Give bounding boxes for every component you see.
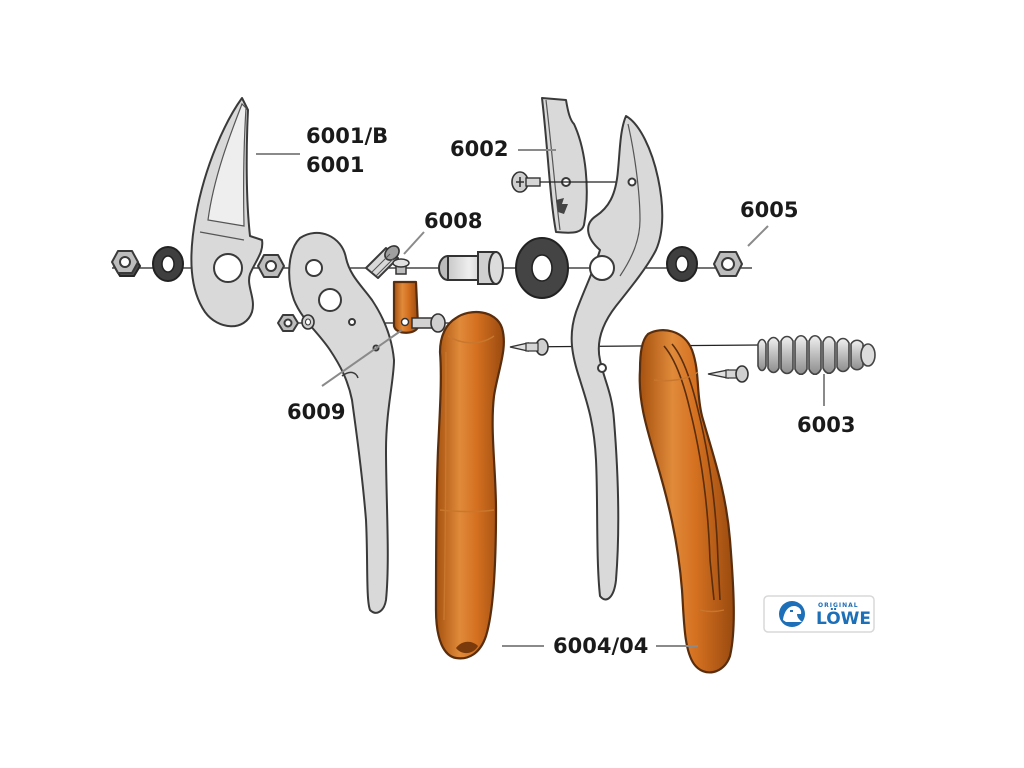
label-blade-alt: 6001 [306, 153, 364, 177]
upper-handle-metal [570, 115, 664, 601]
brand-logo: ORIGINAL LÖWE [763, 595, 875, 633]
lion-icon [779, 601, 805, 627]
hex-nut-left [111, 250, 142, 277]
pivot-bush [438, 251, 504, 285]
leader-pin [403, 231, 425, 255]
label-nut: 6005 [740, 198, 798, 222]
screw-axis-line [511, 344, 761, 348]
grip-screw-right [707, 365, 749, 383]
grip-screw-left [509, 338, 549, 356]
coil-spring [757, 334, 876, 376]
anvil-plate [541, 97, 588, 234]
logo-tagline: ORIGINAL [818, 602, 859, 609]
leader-nut [747, 225, 769, 247]
cutting-blade [190, 97, 264, 328]
label-blade: 6001/B [306, 124, 388, 148]
grip-left [434, 310, 505, 660]
label-lock: 6009 [287, 400, 345, 424]
lower-handle-metal [288, 231, 395, 614]
hex-nut-right [713, 251, 743, 277]
spring-pin [365, 245, 400, 279]
grip-right [638, 329, 735, 674]
washer-left [152, 246, 184, 282]
label-grips: 6004/04 [553, 634, 648, 658]
label-pin: 6008 [424, 209, 482, 233]
leader-lock [321, 329, 403, 387]
washer-large [515, 237, 569, 299]
logo-brand: LÖWE [816, 607, 871, 629]
lock-lever [392, 258, 446, 334]
anvil-screw [511, 171, 541, 193]
washer-right [666, 246, 698, 282]
hex-nut-mid [257, 254, 285, 278]
label-anvil: 6002 [450, 137, 508, 161]
label-spring: 6003 [797, 413, 855, 437]
lock-nut-small [277, 314, 315, 332]
